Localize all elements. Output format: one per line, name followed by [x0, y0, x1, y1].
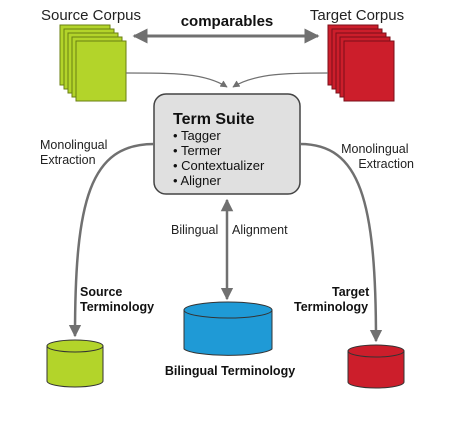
bilingual-terminology-top: [183, 301, 273, 319]
source-extraction-arrow: [68, 142, 155, 338]
source-terminology-db: [46, 339, 104, 388]
comparables-label: comparables: [181, 13, 274, 30]
target-terminology-top: [347, 344, 405, 358]
left-extraction-label: Monolingual Extraction: [40, 138, 111, 167]
target-extraction-arrow: [299, 142, 383, 343]
right-extraction-label: Monolingual Extraction: [341, 142, 414, 171]
bilingual-terminology-body: [183, 309, 273, 356]
bilingual-terminology-db: [183, 301, 273, 356]
term-suite-title: Term Suite: [173, 111, 255, 128]
target-to-termsuite-arrow: [232, 72, 329, 88]
target-corpus: [327, 24, 395, 102]
target-terminology-db: [347, 344, 405, 389]
term-suite-item: • Termer: [173, 143, 222, 158]
term-suite-box: Term Suite • Tagger • Termer • Contextua…: [153, 93, 301, 195]
term-suite-item: • Aligner: [173, 173, 222, 188]
source-corpus: [59, 24, 127, 102]
term-suite-item: • Contextualizer: [173, 158, 265, 173]
source-terminology-top: [46, 339, 104, 353]
source-terminology-body: [46, 345, 104, 388]
source-to-termsuite-arrow: [125, 72, 228, 88]
source-corpus-label: Source Corpus: [41, 7, 141, 24]
target-terminology-label: Target Terminology: [294, 285, 373, 314]
target-corpus-label: Target Corpus: [310, 7, 404, 24]
alignment-label: Bilingual Alignment: [171, 223, 288, 237]
target-corpus-page: [343, 40, 395, 102]
bilingual-terminology-label: Bilingual Terminology: [165, 364, 295, 378]
term-suite-item: • Tagger: [173, 128, 221, 143]
source-corpus-page: [75, 40, 127, 102]
source-terminology-label: Source Terminology: [80, 285, 154, 314]
target-terminology-body: [347, 350, 405, 389]
